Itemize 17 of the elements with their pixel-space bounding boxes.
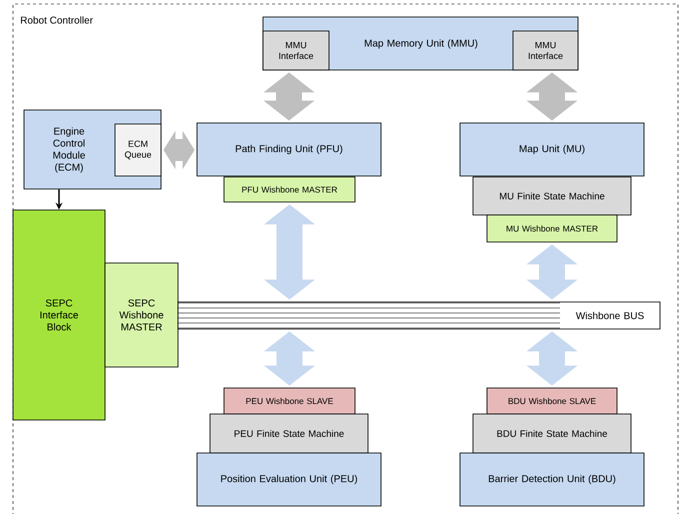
master-box: PFU Wishbone MASTER (224, 176, 356, 202)
state-machine-box: BDU Finite State Machine (472, 414, 632, 454)
master-box: SEPC Wishbone MASTER (104, 262, 178, 368)
interface-box: MMU Interface (512, 30, 578, 70)
slave-box: BDU Wishbone SLAVE (486, 388, 618, 414)
unit-box: Position Evaluation Unit (PEU) (196, 452, 382, 506)
unit-box: Map Unit (MU) (460, 122, 644, 176)
state-machine-box: MU Finite State Machine (472, 176, 632, 216)
unit-box: Barrier Detection Unit (BDU) (460, 452, 644, 506)
slave-box: PEU Wishbone SLAVE (224, 388, 356, 414)
bus-drawing: Wishbone BUS (178, 302, 660, 330)
state-machine-box: PEU Finite State Machine (210, 414, 368, 454)
interface-box: MMU Interface (262, 30, 330, 70)
queue-box: ECM Queue (114, 124, 162, 176)
master-box: MU Wishbone MASTER (486, 214, 618, 242)
unit-box: Path Finding Unit (PFU) (196, 122, 382, 176)
interface-block: SEPC Interface Block (12, 210, 106, 420)
